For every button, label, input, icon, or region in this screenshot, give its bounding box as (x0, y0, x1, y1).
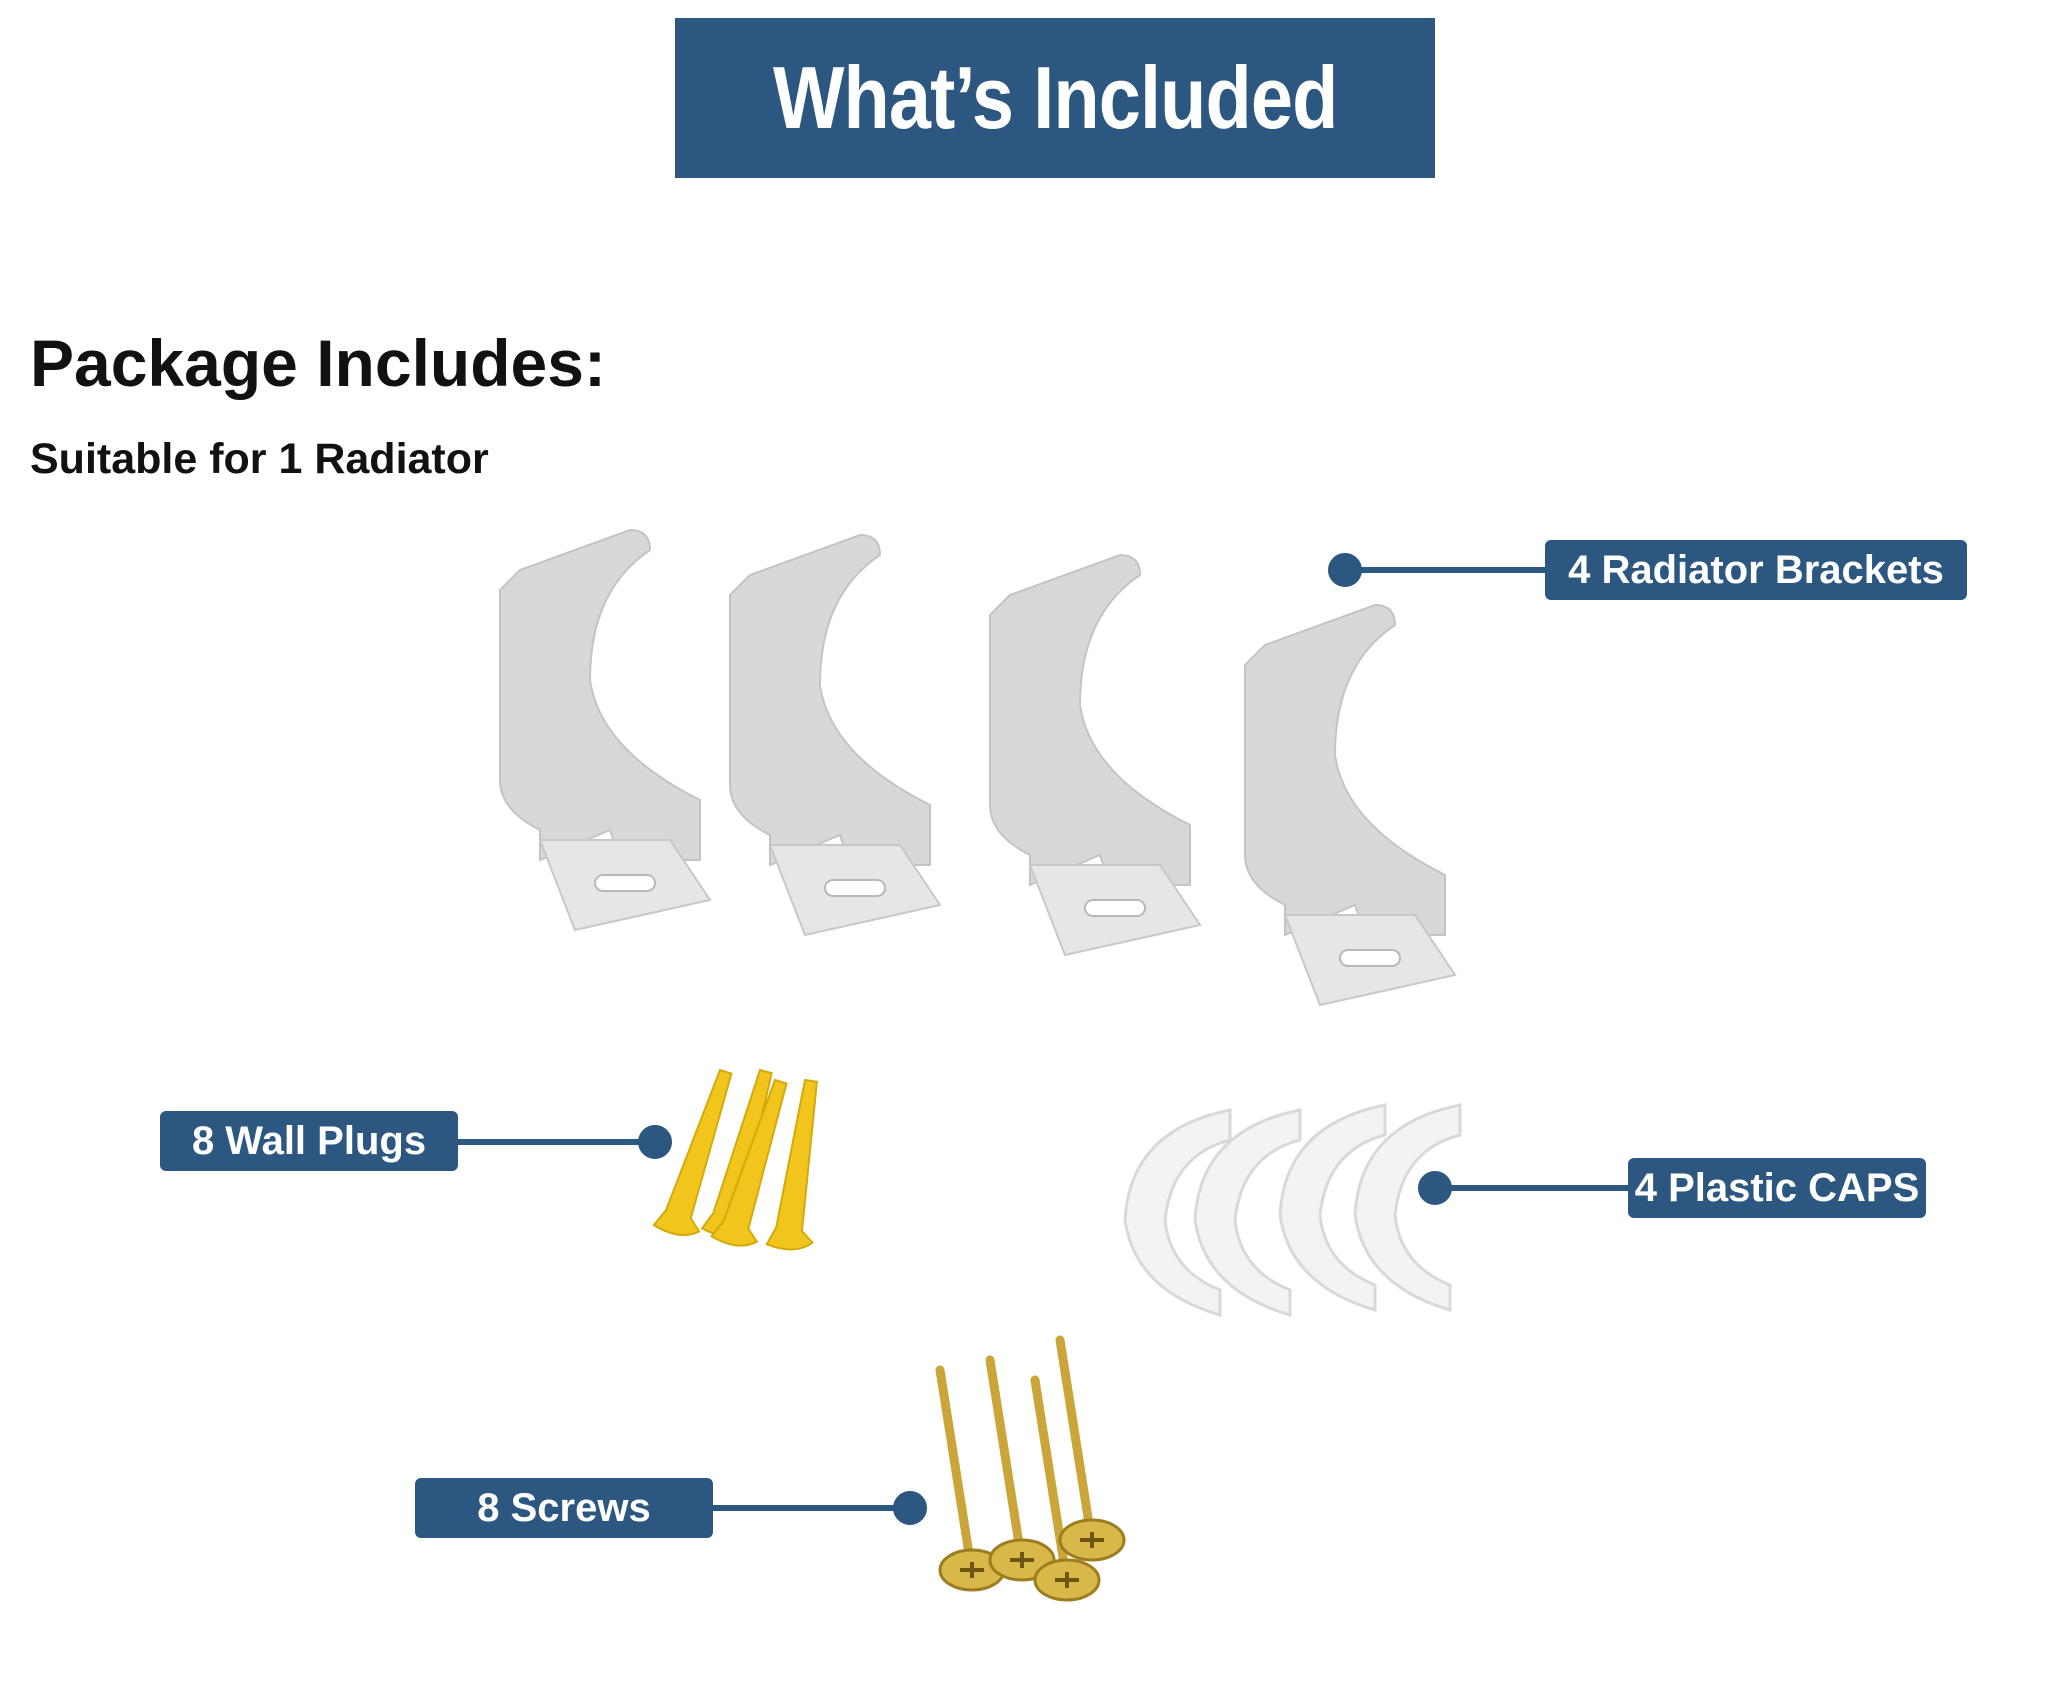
screw-icon (940, 1340, 1124, 1600)
wall-plugs-label: 8 Wall Plugs (160, 1111, 458, 1171)
radiator-brackets-label: 4 Radiator Brackets (1545, 540, 1967, 600)
screws-label: 8 Screws (415, 1478, 713, 1538)
callout-lines (455, 553, 1630, 1525)
radiator-bracket-icon (499, 529, 1456, 1006)
package-heading: Package Includes: (30, 326, 606, 400)
plastic-caps-label: 4 Plastic CAPS (1628, 1158, 1926, 1218)
wall-plug-icon (652, 1064, 836, 1254)
package-subheading: Suitable for 1 Radiator (30, 435, 489, 483)
page-title: What’s Included (772, 48, 1338, 147)
header-banner: What’s Included (675, 18, 1435, 178)
plastic-cap-icon (1123, 1103, 1462, 1317)
